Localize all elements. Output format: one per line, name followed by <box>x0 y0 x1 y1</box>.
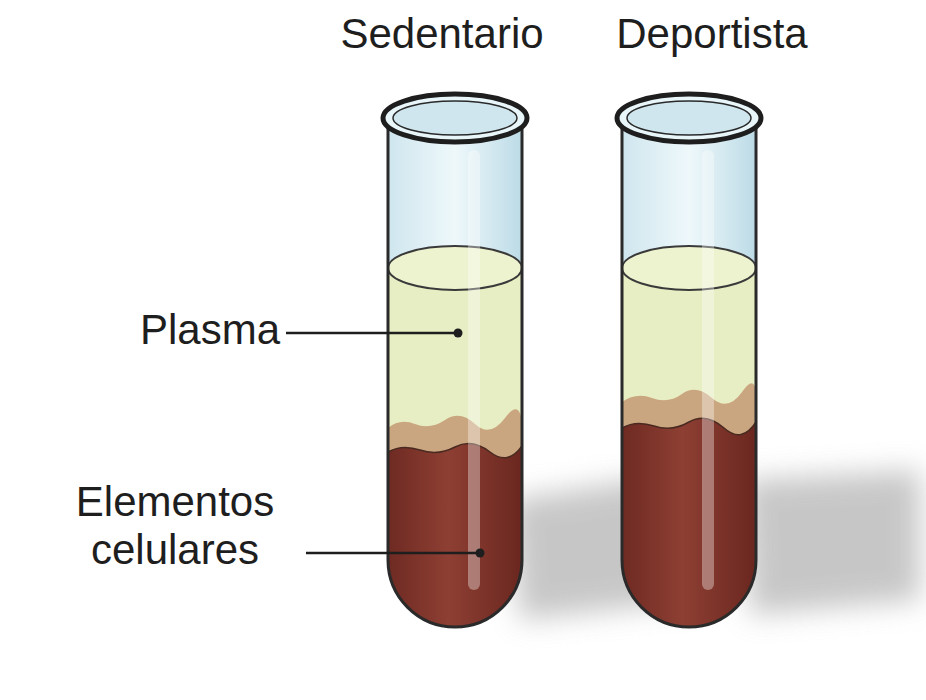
leader-lines <box>286 329 485 558</box>
sedentary-tube <box>383 94 527 627</box>
column-heading: Deportista <box>592 10 832 58</box>
part-label: Elementos celulares <box>50 478 300 575</box>
column-heading: Sedentario <box>322 10 562 58</box>
athlete-tube <box>617 94 761 627</box>
part-label: Plasma <box>100 306 280 354</box>
